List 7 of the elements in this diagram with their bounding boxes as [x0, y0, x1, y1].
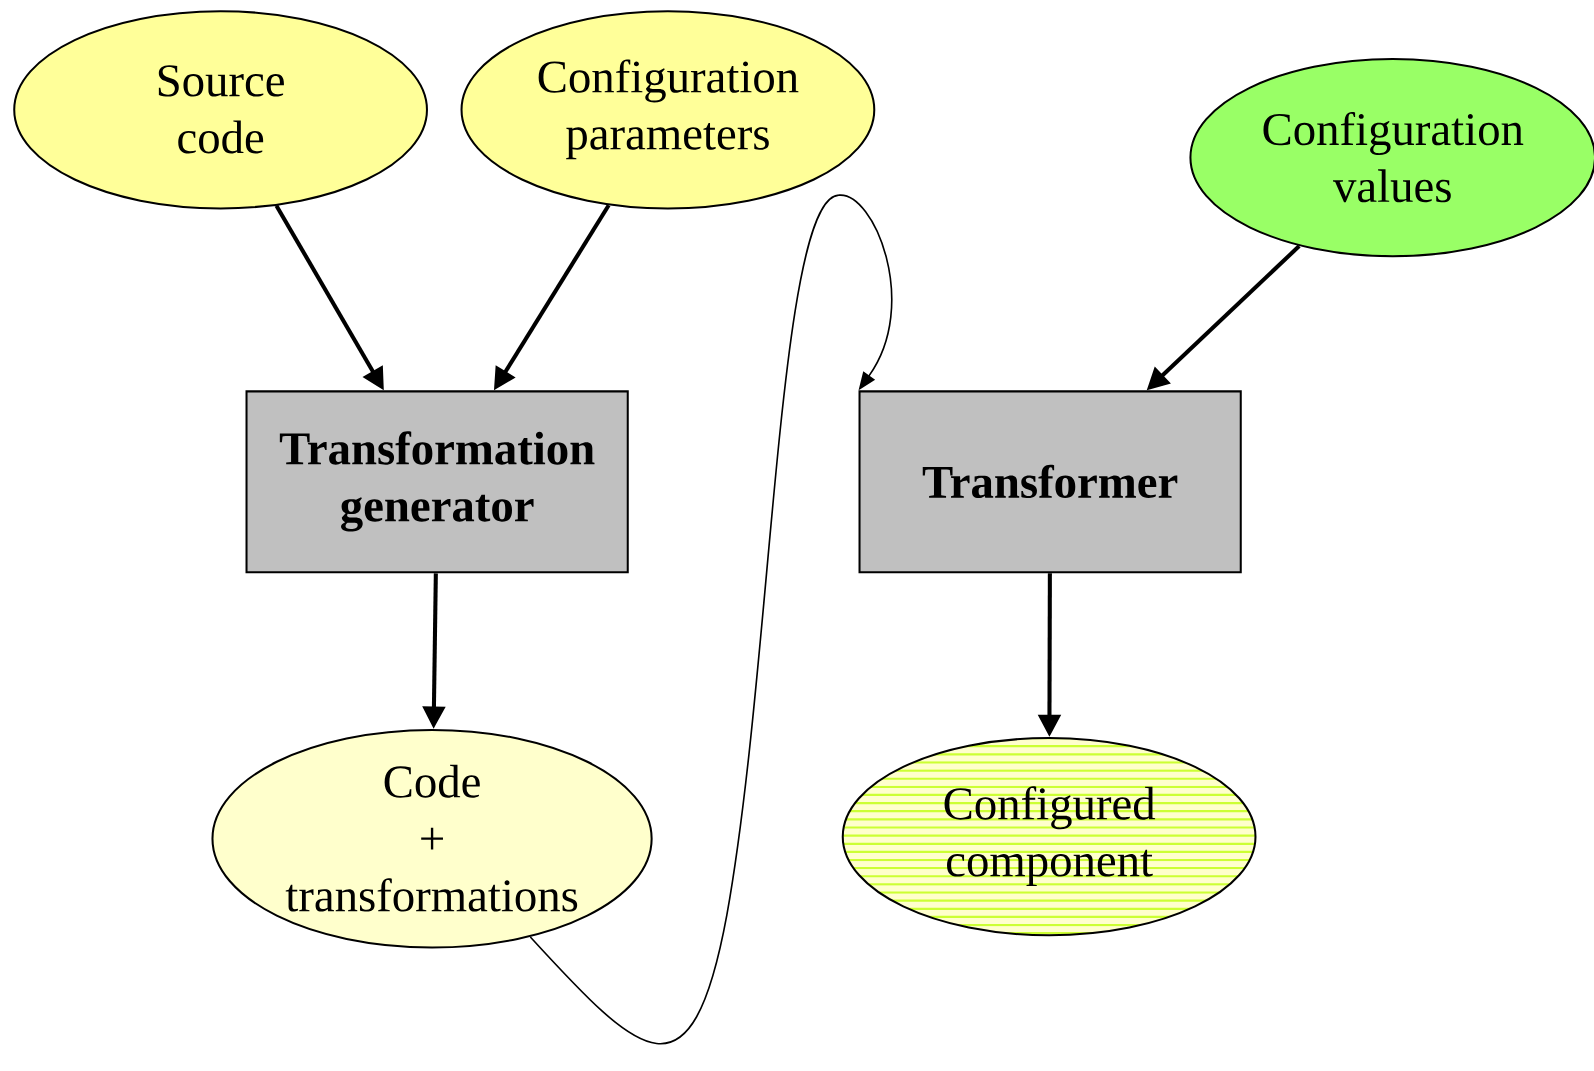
arrow	[529, 194, 893, 1045]
ellipse-node: Code + transformations	[211, 728, 653, 949]
process-box: Transformation generator	[245, 390, 629, 574]
ellipse-node: Configuration values	[1189, 57, 1594, 257]
process-box: Transformer	[858, 390, 1242, 574]
ellipse-node: Configuration parameters	[460, 9, 876, 210]
ellipse-node: Source code	[13, 9, 428, 210]
